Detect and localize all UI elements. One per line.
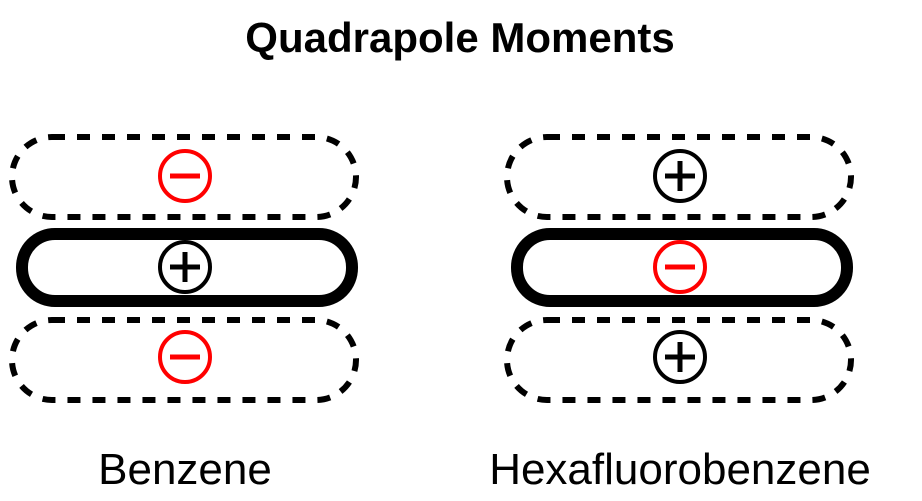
benzene-upper-electron-cloud xyxy=(9,134,359,220)
hexafluorobenzene-upper-electron-cloud xyxy=(504,134,854,220)
benzene-label: Benzene xyxy=(98,445,272,494)
hexafluorobenzene-label: Hexafluorobenzene xyxy=(489,445,871,494)
benzene-lower-electron-cloud xyxy=(9,317,359,403)
hexafluorobenzene-ring-plane xyxy=(511,228,853,307)
benzene-ring-plane xyxy=(16,228,358,307)
diagram-title: Quadrapole Moments xyxy=(245,14,674,61)
hexafluorobenzene-lower-electron-cloud xyxy=(504,317,854,403)
